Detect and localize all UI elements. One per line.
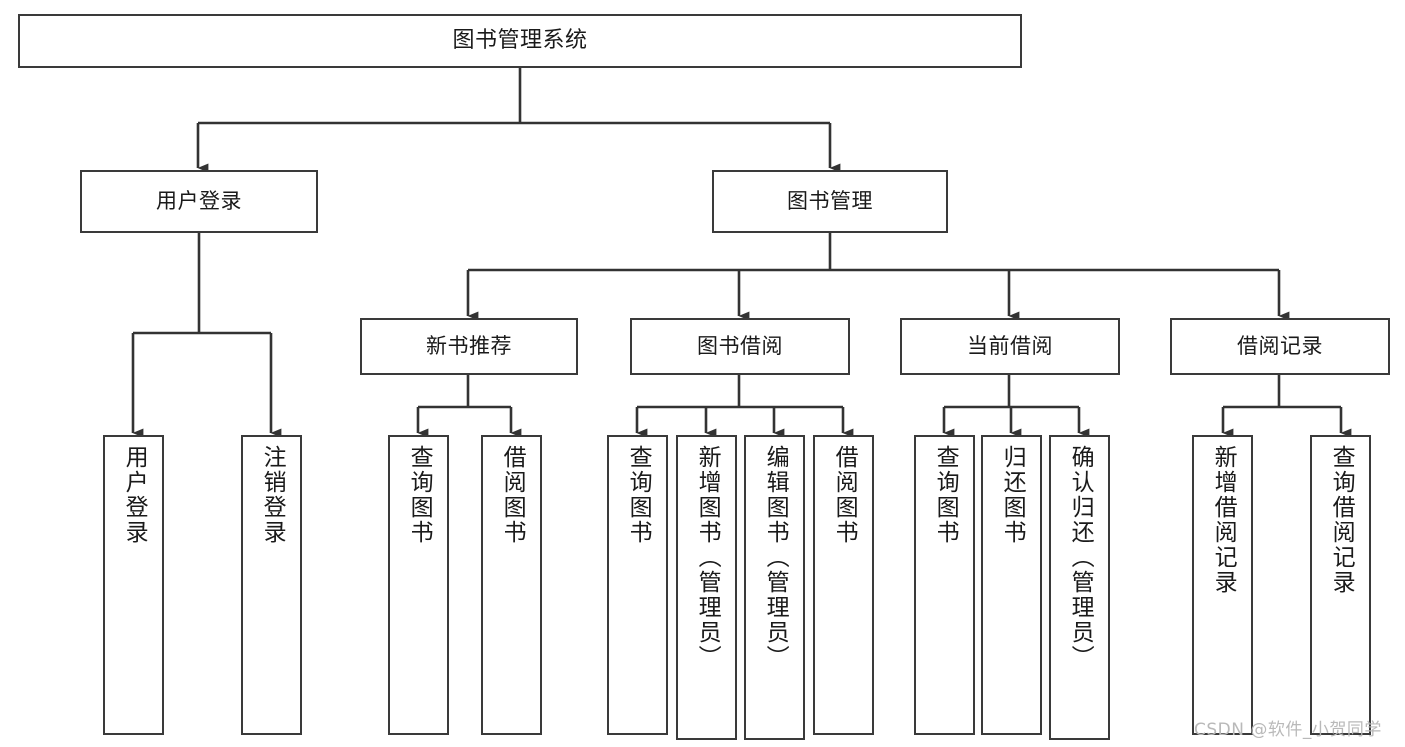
node-root-book-management-system[interactable]: 图书管理系统 [18,14,1022,68]
node-book-borrow[interactable]: 图书借阅 [630,318,850,375]
node-label: 查询图书 [625,445,652,545]
node-label: 图书管理系统 [452,28,588,54]
leaf-return-book[interactable]: 归还图书 [981,435,1042,735]
leaf-add-borrow-record[interactable]: 新增借阅记录 [1192,435,1253,735]
node-user-login[interactable]: 用户登录 [80,170,318,233]
node-label: 归还图书 [999,445,1026,545]
leaf-borrow-book-borrow[interactable]: 借阅图书 [813,435,874,735]
node-label: 当前借阅 [967,334,1053,359]
node-label: 确认归还（管理员） [1067,445,1094,670]
leaf-logout-login[interactable]: 注销登录 [241,435,302,735]
node-label: 新书推荐 [426,334,512,359]
node-label: 借阅图书 [831,445,858,545]
node-label: 新增图书（管理员） [694,445,721,670]
node-label: 图书借阅 [697,334,783,359]
node-label: 注销登录 [259,445,286,545]
node-label: 新增借阅记录 [1210,445,1237,595]
node-new-book-recommend[interactable]: 新书推荐 [360,318,578,375]
node-current-borrow[interactable]: 当前借阅 [900,318,1120,375]
node-label: 借阅图书 [499,445,526,545]
node-label: 用户登录 [156,189,242,214]
node-label: 查询图书 [406,445,433,545]
leaf-edit-book-admin[interactable]: 编辑图书（管理员） [744,435,805,740]
leaf-confirm-return-admin[interactable]: 确认归还（管理员） [1049,435,1110,740]
node-label: 查询图书 [932,445,959,545]
leaf-query-borrow-record[interactable]: 查询借阅记录 [1310,435,1371,735]
leaf-query-book-new-recommend[interactable]: 查询图书 [388,435,449,735]
leaf-query-book-borrow[interactable]: 查询图书 [607,435,668,735]
node-label: 用户登录 [121,445,148,545]
node-label: 借阅记录 [1237,334,1323,359]
node-label: 编辑图书（管理员） [762,445,789,670]
node-borrow-record[interactable]: 借阅记录 [1170,318,1390,375]
node-label: 图书管理 [787,189,873,214]
leaf-add-book-admin[interactable]: 新增图书（管理员） [676,435,737,740]
node-book-management[interactable]: 图书管理 [712,170,948,233]
node-label: 查询借阅记录 [1328,445,1355,595]
leaf-user-login[interactable]: 用户登录 [103,435,164,735]
leaf-query-book-current[interactable]: 查询图书 [914,435,975,735]
leaf-borrow-book-new-recommend[interactable]: 借阅图书 [481,435,542,735]
csdn-watermark: CSDN @软件_小贺同学 [1194,720,1382,740]
